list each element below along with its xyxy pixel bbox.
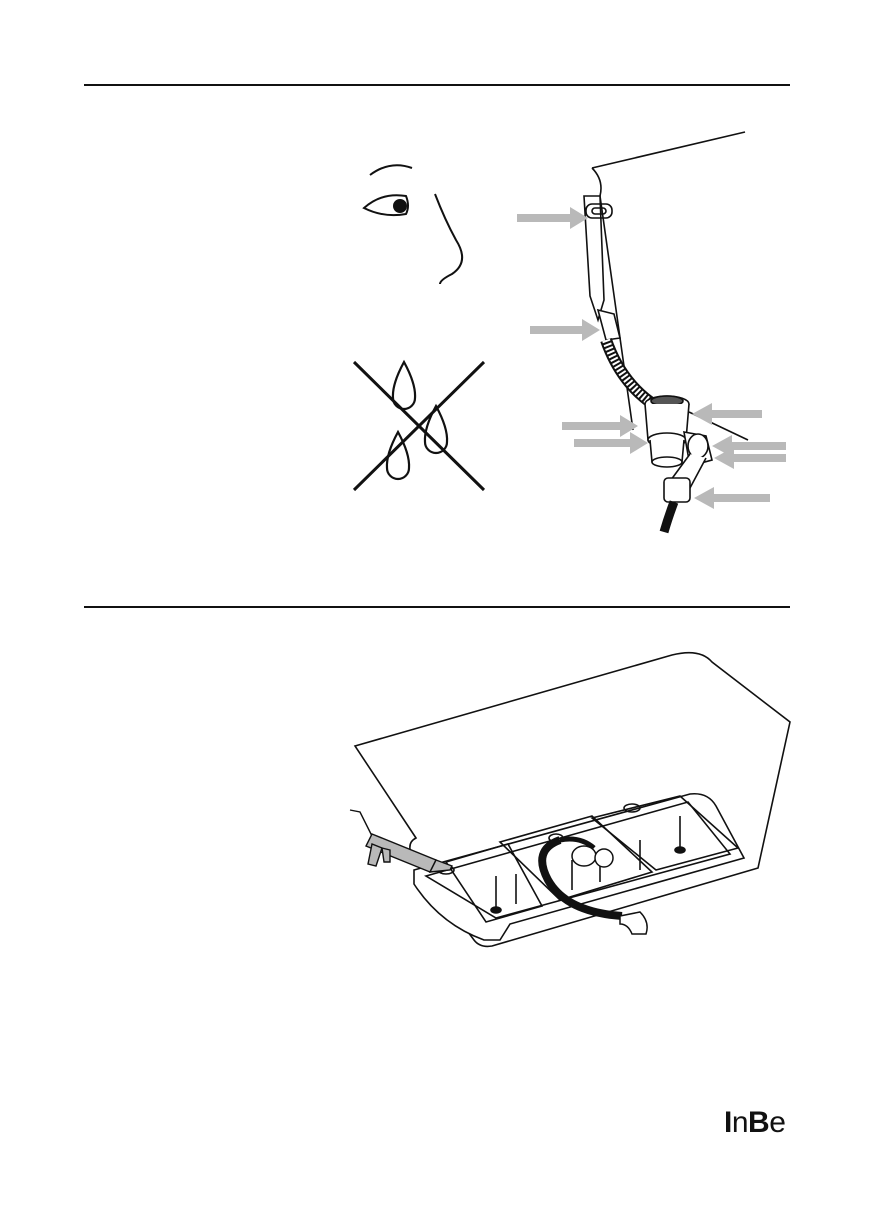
arrow-right-icon — [562, 415, 638, 437]
no-leak-icon — [354, 362, 484, 490]
arrow-right-icon — [517, 207, 588, 229]
logo-letter: n — [732, 1106, 748, 1139]
arrow-right-icon — [530, 319, 600, 341]
arrow-left-icon — [692, 403, 762, 425]
arrow-left-icon — [694, 487, 770, 509]
water-drop-icon — [425, 406, 447, 453]
logo-letter: e — [769, 1106, 785, 1139]
sealing-figure — [0, 600, 874, 1000]
eye-inspect-icon — [364, 165, 462, 284]
inspection-arrows — [517, 207, 786, 509]
logo-letter: B — [748, 1106, 769, 1139]
arrow-right-icon — [574, 432, 648, 454]
bath-drain-assembly — [584, 132, 748, 532]
inspection-figure — [0, 0, 874, 600]
brand-logo: InBe — [724, 1108, 785, 1138]
logo-letter: I — [724, 1106, 732, 1139]
